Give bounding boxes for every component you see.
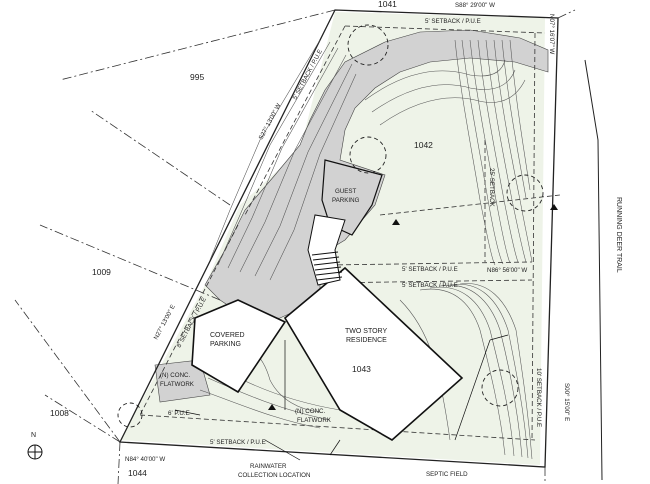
- flatwork-left-paved: [154, 359, 211, 403]
- setback-top: 5' SETBACK / P.U.E: [425, 18, 481, 25]
- lot-number-1008: 1008: [50, 408, 69, 418]
- pue-6: 6' P.U.E: [168, 410, 190, 417]
- flatwork-left-label-2: FLATWORK: [160, 381, 195, 388]
- bearing-right-top: N07° 16'07" W: [548, 14, 555, 54]
- bearing-bottom: N84° 40'00" W: [125, 456, 165, 463]
- tree-circle: [506, 174, 544, 212]
- lot-number-1041: 1041: [378, 0, 397, 9]
- setback-mid-2: 5' SETBACK / P.U.E: [402, 282, 458, 289]
- bearing-top: S88° 29'00" W: [455, 2, 495, 9]
- rainwater-label-2: COLLECTION LOCATION: [238, 472, 310, 479]
- lot-number-1043: 1043: [352, 364, 371, 374]
- septic-field-label: SEPTIC FIELD: [426, 471, 468, 478]
- bearing-right-bottom: S00° 15'00" E: [563, 383, 570, 421]
- tree-circles: [117, 24, 544, 428]
- lot-number-1044: 1044: [128, 468, 147, 478]
- guest-parking-label-1: GUEST: [335, 188, 357, 195]
- north-arrow: N: [27, 432, 43, 460]
- setback-mid-1: 5' SETBACK / P.U.E: [402, 266, 458, 273]
- bearing-mid: N86° 56'00" W: [487, 267, 527, 274]
- callout-lines: [174, 334, 509, 461]
- setback-25: 25' SETBACK: [488, 168, 495, 208]
- covered-parking-footprint: [191, 299, 287, 394]
- lot-number-995: 995: [190, 72, 204, 82]
- stairs: [307, 214, 346, 286]
- road-edge: [584, 59, 603, 481]
- flow-arrows: [268, 204, 558, 410]
- tree-circle: [349, 136, 387, 174]
- setback-bottom: 5' SETBACK / P.U.E: [210, 439, 266, 446]
- lot-number-1042: 1042: [414, 140, 433, 150]
- residence-label-1: TWO STORY: [345, 328, 387, 335]
- tree-circle: [117, 402, 143, 428]
- tree-circle: [481, 369, 519, 407]
- covered-parking-label-2: PARKING: [210, 341, 241, 348]
- flatwork-left-label-1: (N) CONC.: [160, 372, 191, 379]
- flatwork-center-label-2: FLATWORK: [297, 417, 332, 424]
- lot-number-1009: 1009: [92, 267, 111, 277]
- road-label: RUNNING DEER TRAIL: [615, 197, 622, 273]
- tree-circle: [347, 24, 389, 66]
- reference-lines: [14, 9, 576, 484]
- contour-lines-southeast: [399, 283, 533, 460]
- residence-label-2: RESIDENCE: [346, 337, 387, 344]
- covered-parking-label-1: COVERED: [210, 332, 245, 339]
- rainwater-label-1: RAINWATER: [250, 463, 287, 470]
- setback-right: 10' SETBACK / P.U.E: [535, 368, 542, 427]
- guest-parking-footprint: [321, 159, 383, 236]
- contour-lines-north: [364, 59, 526, 126]
- contour-lines-left: [209, 39, 357, 281]
- guest-parking-label-2: PARKING: [332, 197, 360, 204]
- contour-lines-east: [454, 39, 533, 266]
- north-label: N: [31, 432, 36, 439]
- flatwork-center-label-1: (N) CONC.: [295, 408, 326, 415]
